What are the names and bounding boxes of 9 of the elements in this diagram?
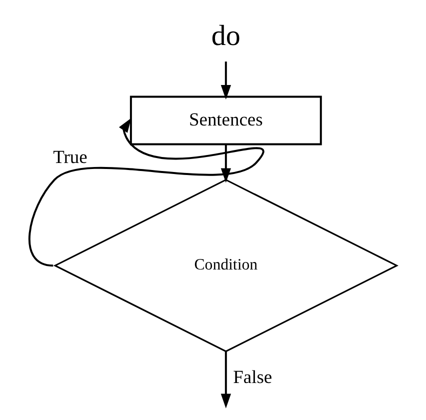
arrow (28, 118, 264, 267)
edge-label: True (53, 147, 88, 168)
node-diamond: Condition (53, 178, 398, 352)
node-text: do (211, 20, 240, 52)
arrow (220, 62, 232, 100)
arrow (220, 144, 232, 183)
arrow (220, 351, 232, 408)
node-box: Sentences (130, 96, 322, 146)
edge-label: False (233, 367, 272, 388)
